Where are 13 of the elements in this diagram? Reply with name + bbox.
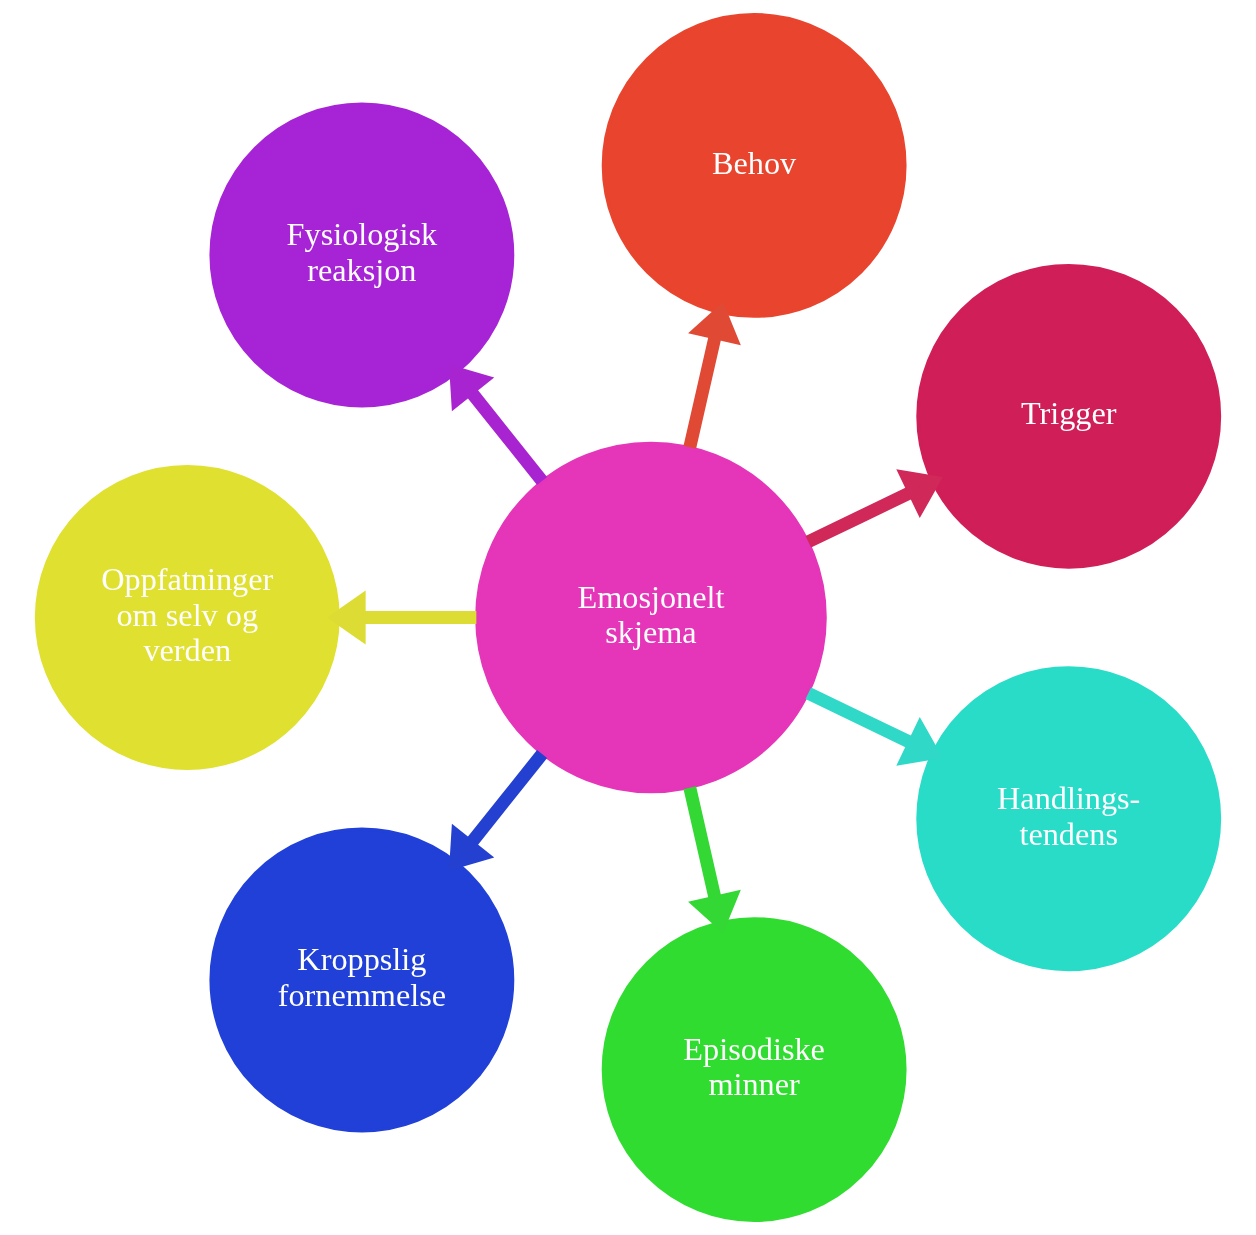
node-circle: Fysiologisk reaksjon <box>209 102 515 408</box>
node-circle: Kroppslig fornemmelse <box>209 827 515 1133</box>
node-circle: Oppfatninger om selv og verden <box>34 465 340 770</box>
arrow <box>805 687 943 766</box>
node-circle: Emosjonelt skjema <box>475 441 827 794</box>
arrow <box>448 364 548 485</box>
node-circle: Episodiske minner <box>601 917 907 1222</box>
arrow <box>805 469 943 548</box>
node-circle: Behov <box>601 13 907 318</box>
node-circle: Trigger <box>916 263 1222 569</box>
arrow <box>683 301 741 449</box>
node-circle: Handlings- tendens <box>916 666 1222 972</box>
arrow <box>448 750 548 871</box>
